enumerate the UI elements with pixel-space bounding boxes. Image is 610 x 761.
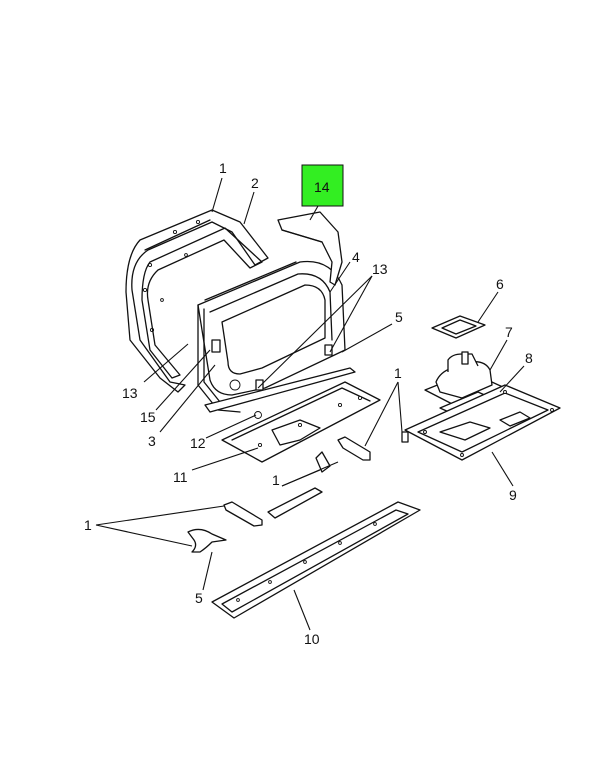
callout-2: 2 [251,175,259,191]
callout-15: 15 [140,409,156,425]
callout-1: 1 [84,517,92,533]
callout-5: 5 [395,309,403,325]
callout-14: 14 [314,179,330,195]
callout-13: 13 [122,385,138,401]
callout-labels: 1 2 14 4 13 6 5 7 1 8 13 15 3 12 11 1 9 … [84,160,533,647]
callout-5: 5 [195,590,203,606]
part-1-outer-cover [125,209,269,393]
callout-6: 6 [496,276,504,292]
callout-1: 1 [219,160,227,176]
callout-9: 9 [509,487,517,503]
callout-4: 4 [352,249,360,265]
part-5-clip [187,528,227,553]
part-4-housing [197,260,346,419]
callout-1: 1 [394,365,402,381]
highlight-box-14 [301,164,344,207]
leader-lines [95,177,525,631]
part-11-plate [221,381,381,463]
part-2-gasket [141,227,263,379]
callout-10: 10 [304,631,320,647]
callout-13: 13 [372,261,388,277]
part-10-rail [211,501,421,619]
part-7-boot [424,351,506,409]
callout-12: 12 [190,435,206,451]
part-14-panel [277,211,343,286]
part-6-boot-ring [431,315,486,339]
part-9-base-plate [401,384,561,461]
callout-8: 8 [525,350,533,366]
callout-3: 3 [148,433,156,449]
callout-11: 11 [173,469,188,485]
part-3-strip [204,367,356,413]
callout-1: 1 [272,472,280,488]
callout-7: 7 [505,324,513,340]
